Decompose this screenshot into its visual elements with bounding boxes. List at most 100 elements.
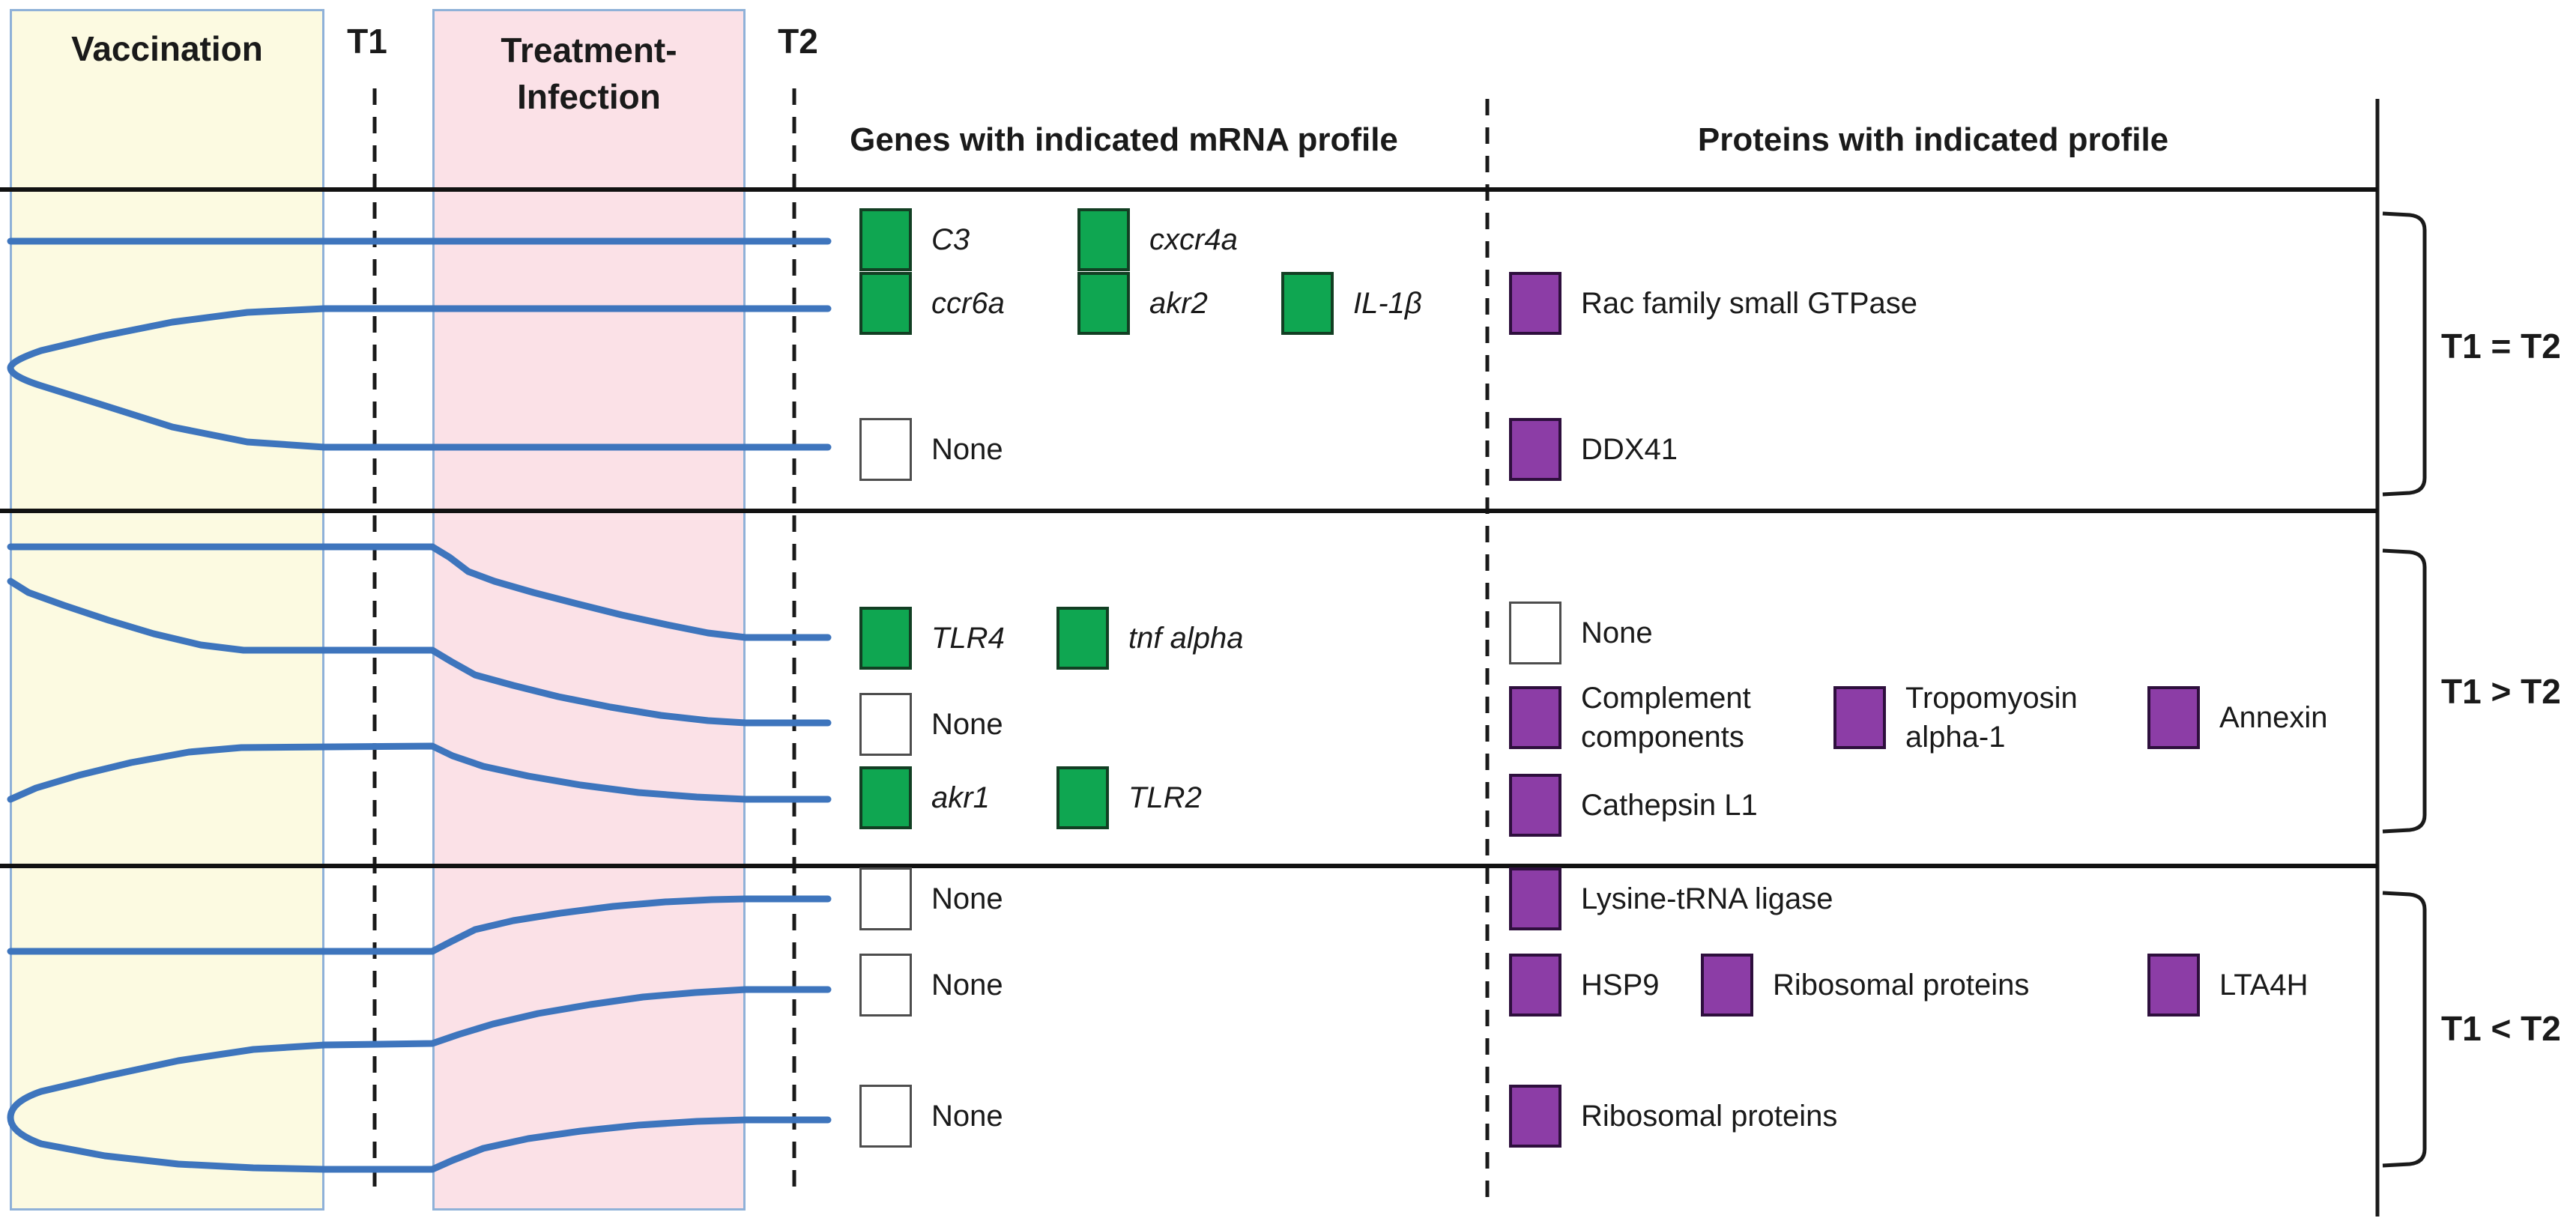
gene-label: None — [931, 432, 1003, 466]
gene-item: TLR4 — [859, 607, 1005, 670]
protein-square-icon — [1509, 867, 1561, 930]
protein-item: Cathepsin L1 — [1509, 774, 1758, 837]
treatment-infection-line2: Infection — [517, 77, 661, 116]
gene-item: C3 — [859, 208, 970, 271]
t2-label: T2 — [778, 22, 818, 61]
bracket-label-t1-greater-t2: T1 > T2 — [2441, 672, 2561, 711]
protein-label: Rac family small GTPase — [1581, 286, 1917, 320]
protein-item: Annexin — [2147, 686, 2328, 749]
gene-square-icon — [859, 272, 912, 335]
protein-item: Lysine-tRNA ligase — [1509, 867, 1833, 930]
gene-label: C3 — [931, 222, 970, 256]
protein-label: Cathepsin L1 — [1581, 788, 1758, 822]
profile-line-rise-after-infection — [7, 895, 832, 955]
gene-item: tnf alpha — [1056, 607, 1243, 670]
profile-line-diverging-pair-rising — [7, 986, 832, 1173]
protein-label: LTA4H — [2219, 968, 2309, 1002]
empty-square-icon — [859, 1085, 912, 1148]
genes-column-header: Genes with indicated mRNA profile — [850, 121, 1398, 158]
profile-line-decline-after-infection — [7, 543, 832, 641]
gene-square-icon — [859, 607, 912, 670]
protein-square-icon — [1509, 1085, 1561, 1148]
gene-none-item: None — [859, 418, 1003, 481]
gene-label: TLR2 — [1128, 781, 1202, 814]
empty-square-icon — [859, 954, 912, 1017]
protein-item: Rac family small GTPase — [1509, 272, 1917, 335]
profile-line-rise-then-decline — [7, 742, 832, 803]
gene-label: akr1 — [931, 781, 990, 814]
protein-label: DDX41 — [1581, 432, 1678, 466]
treatment-infection-line1: Treatment- — [501, 31, 677, 70]
protein-square-icon — [1509, 774, 1561, 837]
gene-square-icon — [1056, 766, 1109, 829]
protein-item: Complement components — [1509, 682, 1836, 754]
protein-square-icon — [1833, 686, 1886, 749]
protein-square-icon — [1509, 686, 1561, 749]
gene-square-icon — [859, 766, 912, 829]
protein-item: Ribosomal proteins — [1509, 1085, 1837, 1148]
protein-square-icon — [2147, 954, 2200, 1017]
protein-item: Ribosomal proteins — [1701, 954, 2029, 1017]
bracket-t1-equals-t2 — [2382, 211, 2427, 497]
bracket-t1-greater-t2 — [2382, 548, 2427, 834]
gene-none-item: None — [859, 1085, 1003, 1148]
gene-label: None — [931, 1099, 1003, 1133]
protein-none-item: None — [1509, 602, 1653, 664]
profile-line-converging-pair — [7, 305, 832, 451]
gene-item: akr1 — [859, 766, 990, 829]
proteins-column-header: Proteins with indicated profile — [1697, 121, 2169, 158]
gene-label: akr2 — [1149, 286, 1208, 320]
protein-square-icon — [1509, 272, 1561, 335]
gene-label: TLR4 — [931, 621, 1005, 655]
gene-label: cxcr4a — [1149, 222, 1238, 256]
gene-square-icon — [1077, 208, 1130, 271]
protein-label: Complement components — [1581, 682, 1751, 754]
gene-square-icon — [1077, 272, 1130, 335]
protein-label: Ribosomal proteins — [1773, 968, 2030, 1002]
bracket-t1-less-t2 — [2382, 891, 2427, 1168]
protein-item: Tropomyosin alpha-1 — [1833, 682, 2160, 754]
empty-square-icon — [1509, 602, 1561, 664]
gene-item: akr2 — [1077, 272, 1208, 335]
gene-label: tnf alpha — [1128, 621, 1244, 655]
t1-label: T1 — [347, 22, 387, 61]
treatment-infection-label: Treatment- Infection — [432, 27, 746, 120]
vaccination-label: Vaccination — [71, 29, 263, 68]
protein-label: Tropomyosin alpha-1 — [1905, 682, 2078, 754]
vaccination-phase-box — [10, 9, 324, 1211]
gene-item: cxcr4a — [1077, 208, 1238, 271]
gene-item: ccr6a — [859, 272, 1005, 335]
protein-item: LTA4H — [2147, 954, 2309, 1017]
protein-square-icon — [1701, 954, 1753, 1017]
gene-square-icon — [859, 208, 912, 271]
profile-line-stepwise-decline — [7, 578, 832, 727]
gene-none-item: None — [859, 693, 1003, 756]
protein-square-icon — [2147, 686, 2200, 749]
protein-item: DDX41 — [1509, 418, 1678, 481]
bracket-label-t1-equals-t2: T1 = T2 — [2441, 327, 2561, 366]
bracket-label-t1-less-t2: T1 < T2 — [2441, 1009, 2561, 1048]
gene-item: IL-1β — [1281, 272, 1422, 335]
gene-square-icon — [1056, 607, 1109, 670]
gene-item: TLR2 — [1056, 766, 1202, 829]
gene-label: IL-1β — [1353, 286, 1422, 320]
protein-item: HSP9 — [1509, 954, 1660, 1017]
gene-square-icon — [1281, 272, 1334, 335]
protein-label: Annexin — [2219, 700, 2328, 734]
gene-label: ccr6a — [931, 286, 1005, 320]
empty-square-icon — [859, 867, 912, 930]
gene-label: None — [931, 707, 1003, 741]
protein-label: HSP9 — [1581, 968, 1660, 1002]
gene-label: None — [931, 968, 1003, 1002]
gene-none-item: None — [859, 867, 1003, 930]
empty-square-icon — [859, 418, 912, 481]
protein-label: Ribosomal proteins — [1581, 1099, 1838, 1133]
gene-none-item: None — [859, 954, 1003, 1017]
protein-label: Lysine-tRNA ligase — [1581, 882, 1833, 915]
protein-label: None — [1581, 616, 1653, 649]
empty-square-icon — [859, 693, 912, 756]
protein-square-icon — [1509, 418, 1561, 481]
protein-square-icon — [1509, 954, 1561, 1017]
